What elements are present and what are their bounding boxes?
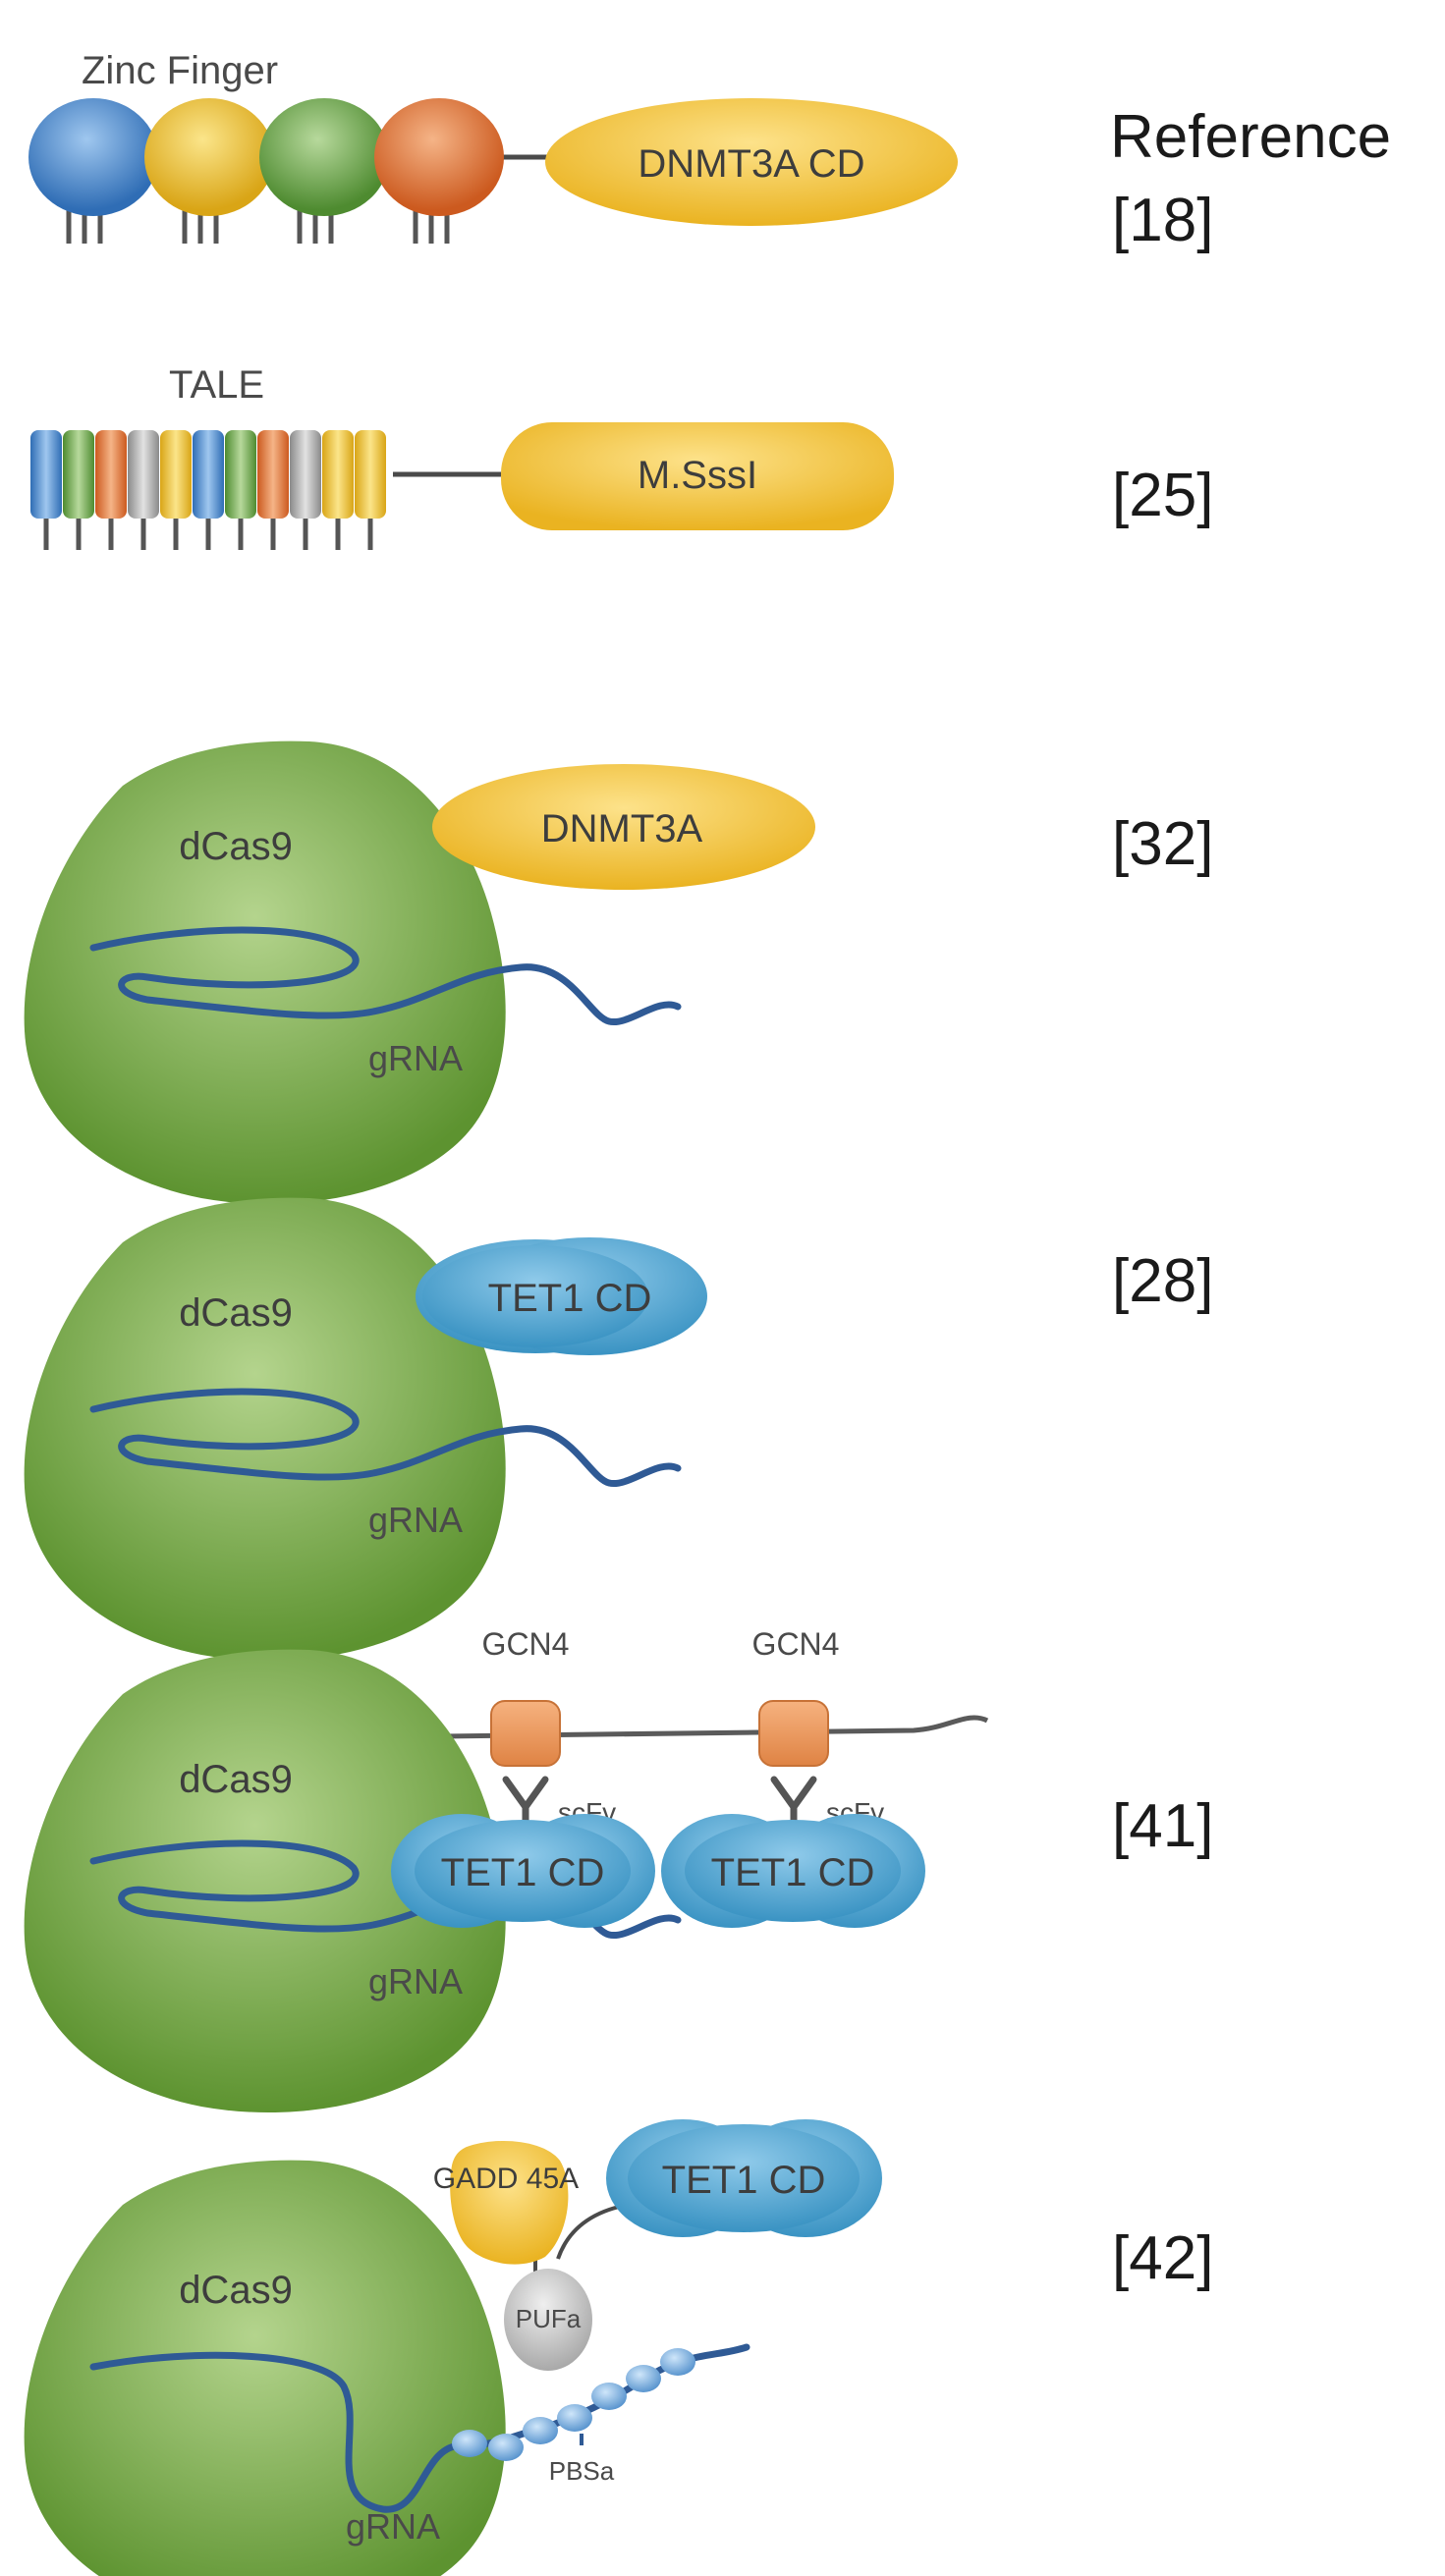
pufa-protein [504,2269,592,2371]
effector-label: DNMT3A [541,807,703,850]
effector-dnmt3a-cd [545,98,958,226]
gadd45a-label: GADD 45A [433,2163,579,2195]
effector-label: TET1 CD [711,1851,875,1894]
panel-dcas9-tet1: dCas9 gRNA TET1 CD [28] [24,1197,1213,1662]
pbs-hairpins [452,2348,695,2461]
effector-tet1-cd [416,1237,707,1355]
gcn4-epitope [758,1700,829,1767]
gcn4-epitope [490,1700,561,1767]
pufa-label: PUFa [516,2304,582,2333]
reference-label: [42] [1112,2224,1213,2292]
effector-label: M.SssI [638,454,757,497]
reference-header: Reference [1110,103,1391,171]
dcas9-protein [24,740,506,1205]
pbsa-label: PBSa [549,2456,615,2486]
reference-label: [18] [1112,187,1213,254]
dcas9-label: dCas9 [179,1291,293,1335]
reference-label: [28] [1112,1247,1213,1315]
linker [556,2203,630,2260]
effector-tet1-cd [391,1814,655,1928]
effector-label: DNMT3A CD [638,142,864,186]
panel-zinc-finger: Zinc Finger DNMT3A CD [18] [28,49,1213,254]
dcas9-label: dCas9 [179,2269,293,2312]
peptide-array-linker [284,1715,989,1741]
effector-m-sssi [501,422,894,530]
grna-strand [89,926,682,1026]
panel-dcas9-suntag-tet1: dCas9 gRNA GCN4 scFv TET1 CD GCN4 scFv T… [24,1626,1213,2113]
effector-dnmt3a [432,764,815,890]
effector-label: TET1 CD [488,1277,652,1320]
effector-label: TET1 CD [441,1851,605,1894]
reference-label: [41] [1112,1792,1213,1860]
zinc-finger-label: Zinc Finger [82,49,278,92]
reference-label: [32] [1112,810,1213,878]
effector-tet1-cd [661,1814,925,1928]
panel-tale: TALE M.SssI [25] [30,363,1213,550]
panel-dcas9-casilio-tet1: dCas9 PBSa gRNA PUFa GADD 45A TET1 C [24,2119,1213,2576]
gcn4-label: GCN4 [752,1626,840,1662]
grna-label: gRNA [368,1961,463,2001]
gadd45a-protein [450,2141,569,2265]
zinc-finger-domain [28,98,158,216]
gcn4-label: GCN4 [482,1626,570,1662]
zinc-finger-domain [374,98,504,216]
dcas9-label: dCas9 [179,1758,293,1801]
tale-repeat-array [30,430,386,519]
zinc-finger-domain [144,98,274,216]
panel-dcas9-dnmt3a: dCas9 gRNA DNMT3A [32] [24,740,1213,1205]
grna-label: gRNA [368,1500,463,1540]
reference-label: [25] [1112,462,1213,529]
tale-label: TALE [169,363,264,407]
zinc-finger-domain [259,98,389,216]
grna-label: gRNA [346,2506,440,2547]
tale-dna-contacts [43,519,373,550]
grna-label: gRNA [368,1038,463,1078]
effector-tet1-cd [606,2119,882,2237]
effector-label: TET1 CD [662,2159,826,2202]
dcas9-label: dCas9 [179,825,293,868]
grna-strand [89,1388,682,1488]
